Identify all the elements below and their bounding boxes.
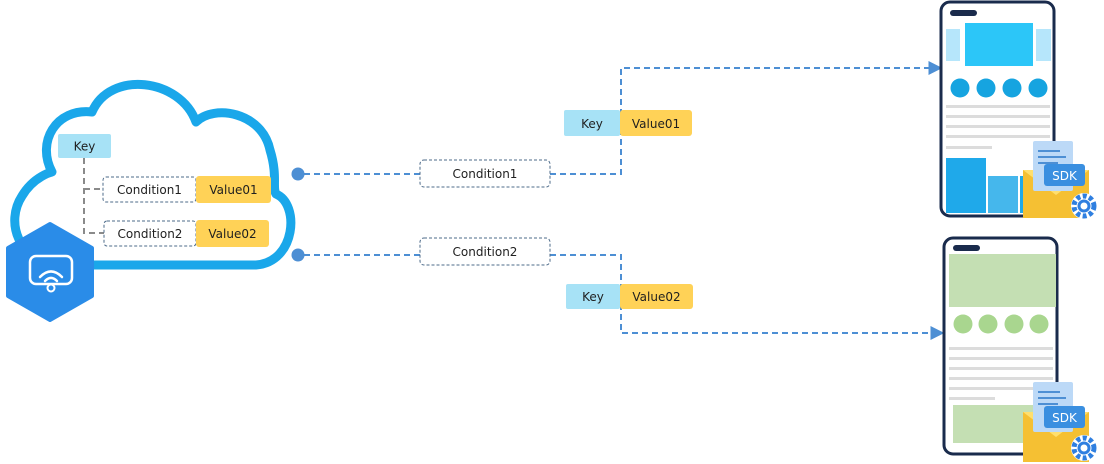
sdk-label-1: SDK <box>1052 169 1078 183</box>
phone-2 <box>942 236 1059 456</box>
route-1-keyvalue: Key Value01 <box>564 110 692 136</box>
route-2-condition-box: Condition2 <box>419 237 551 266</box>
route-1-origin-dot <box>291 167 305 181</box>
route-1-key: Key <box>581 117 603 131</box>
cloud-tree-connectors <box>83 158 104 234</box>
route-1-value: Value01 <box>632 117 680 131</box>
cloud-rule-1: Condition1 Value01 <box>102 176 271 203</box>
route-2-value: Value02 <box>632 290 680 304</box>
cloud-condition-1: Condition1 <box>117 183 182 197</box>
route-2-key: Key <box>582 290 604 304</box>
sdk-label-2: SDK <box>1052 411 1078 425</box>
cloud-key-label: Key <box>74 140 96 154</box>
cloud-value-1: Value01 <box>209 183 257 197</box>
route-1-condition: Condition1 <box>453 167 518 181</box>
cloud-key-box: Key <box>58 134 111 158</box>
cloud-condition-2: Condition2 <box>118 227 183 241</box>
route-2-origin-dot <box>291 248 305 262</box>
sdk-envelope-icon-1: SDK <box>1023 141 1097 219</box>
cloud-rule-2: Condition2 Value02 <box>103 220 269 247</box>
cloud-value-2: Value02 <box>208 227 256 241</box>
phone-1 <box>939 0 1056 218</box>
route-2-condition: Condition2 <box>453 245 518 259</box>
sdk-envelope-icon-2: SDK <box>1023 382 1097 462</box>
route-2-keyvalue: Key Value02 <box>566 284 693 309</box>
wifi-hexagon-icon <box>6 222 94 322</box>
route-1-condition-box: Condition1 <box>419 159 551 188</box>
